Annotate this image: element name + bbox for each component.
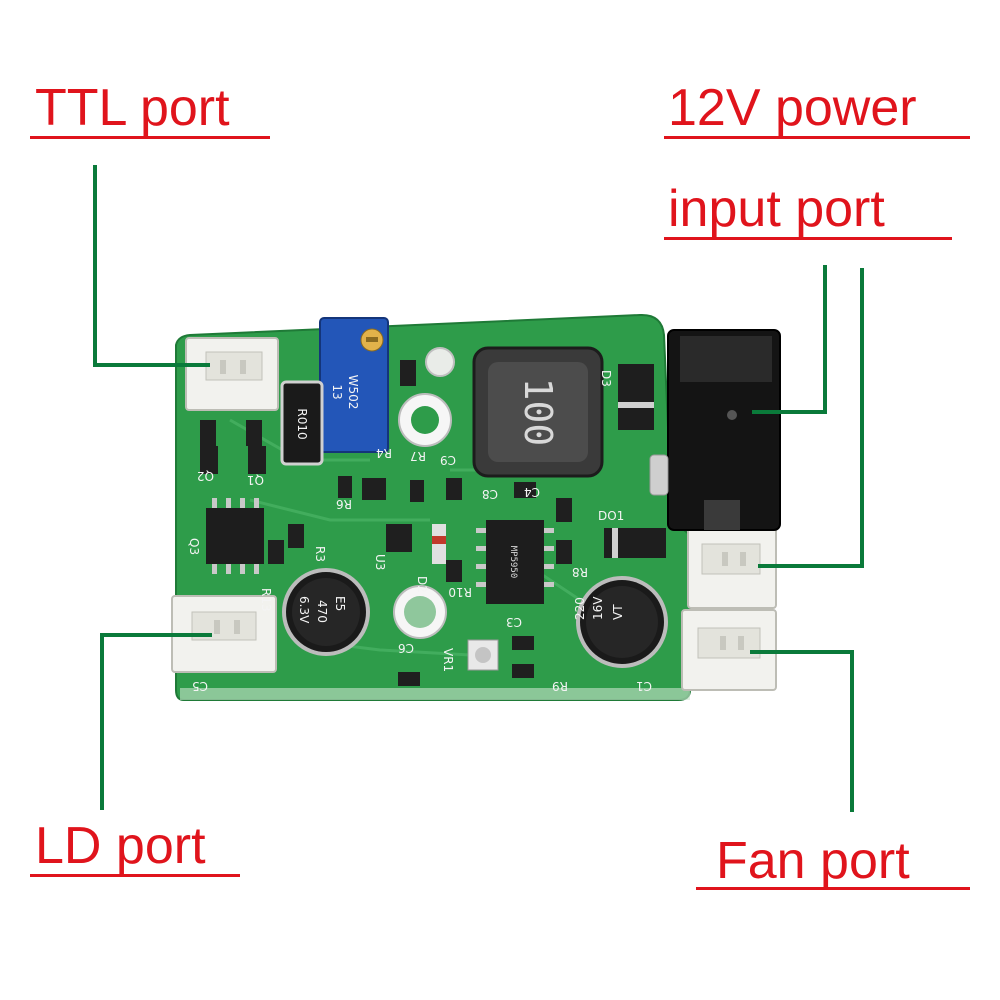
ld-connector (171, 595, 277, 673)
svg-text:Q2: Q2 (197, 469, 214, 483)
svg-text:R6: R6 (336, 497, 352, 511)
svg-text:VT: VT (611, 604, 625, 620)
diode-do1: DO1 (598, 509, 666, 558)
capacitor-220uf: 220 16V VT (573, 576, 668, 668)
svg-text:DO1: DO1 (598, 509, 624, 523)
svg-text:C8: C8 (482, 487, 498, 501)
mounting-hole-bottom (393, 585, 447, 639)
power-connector (687, 527, 777, 609)
svg-text:D3: D3 (599, 370, 613, 387)
mounting-hole-top (398, 393, 452, 447)
ld-leader-line (100, 633, 212, 810)
smd-parts (200, 360, 572, 686)
ttl-connector (185, 337, 279, 411)
power-inductor: 100 (472, 346, 604, 478)
power-input-label-line1: 12V power (668, 79, 917, 137)
dc-barrel-jack (649, 329, 781, 531)
svg-text:R10: R10 (448, 585, 472, 599)
power-leader-line-2 (758, 268, 864, 568)
svg-text:Q3: Q3 (187, 538, 201, 555)
svg-text:U3: U3 (373, 554, 387, 570)
ic-q3: Q3 (187, 498, 264, 574)
inductor-marking: 100 (516, 378, 560, 447)
capacitor-470uf: E5 470 6.3V (282, 568, 370, 656)
power-input-label-line2: input port (668, 180, 885, 238)
trimpot-sub: 13 (330, 384, 344, 399)
ttl-port-underline (30, 136, 270, 139)
ttl-leader-line (93, 165, 210, 367)
svg-text:C1: C1 (636, 679, 652, 693)
ld-port-underline (30, 874, 240, 877)
ttl-port-label: TTL port (35, 79, 230, 137)
svg-text:16V: 16V (591, 596, 605, 620)
fan-port-label: Fan port (716, 832, 910, 890)
svg-text:6.3V: 6.3V (297, 596, 311, 624)
trimmer-potentiometer: W502 13 (319, 317, 389, 453)
trimpot-code: W502 (346, 375, 360, 410)
svg-text:R9: R9 (552, 679, 568, 693)
svg-text:C5: C5 (192, 679, 208, 693)
fan-port-underline (696, 887, 970, 890)
svg-text:R8: R8 (572, 565, 588, 579)
svg-text:R4: R4 (376, 446, 392, 460)
power-input-underline-1 (664, 136, 970, 139)
main-ic-marking: MP5950 (508, 546, 518, 579)
svg-text:470: 470 (315, 600, 329, 623)
svg-text:R7: R7 (410, 449, 426, 463)
main-ic: MP5950 (476, 520, 554, 604)
sense-resistor: R010 (280, 380, 324, 466)
zener-d2 (432, 524, 446, 564)
svg-text:E5: E5 (333, 596, 347, 611)
svg-text:220: 220 (573, 597, 587, 620)
ld-port-label: LD port (35, 817, 206, 875)
svg-text:C9: C9 (440, 453, 456, 467)
diode-d3: D3 (599, 364, 654, 430)
svg-text:C4: C4 (524, 485, 540, 499)
fan-leader-line (750, 650, 854, 812)
power-leader-line-1 (752, 265, 827, 414)
svg-text:Q1: Q1 (247, 473, 264, 487)
trim-pot-vr1: VR1 (441, 639, 499, 672)
svg-text:D2: D2 (415, 576, 429, 593)
indicator-led (425, 347, 455, 377)
power-input-underline-2 (664, 237, 952, 240)
svg-text:C6: C6 (398, 641, 414, 655)
svg-text:VR1: VR1 (441, 648, 455, 672)
resistor-marking: R010 (295, 408, 309, 439)
svg-text:R13: R13 (259, 588, 273, 612)
svg-text:R3: R3 (313, 546, 327, 562)
fan-connector (681, 609, 777, 691)
svg-text:C3: C3 (506, 615, 522, 629)
